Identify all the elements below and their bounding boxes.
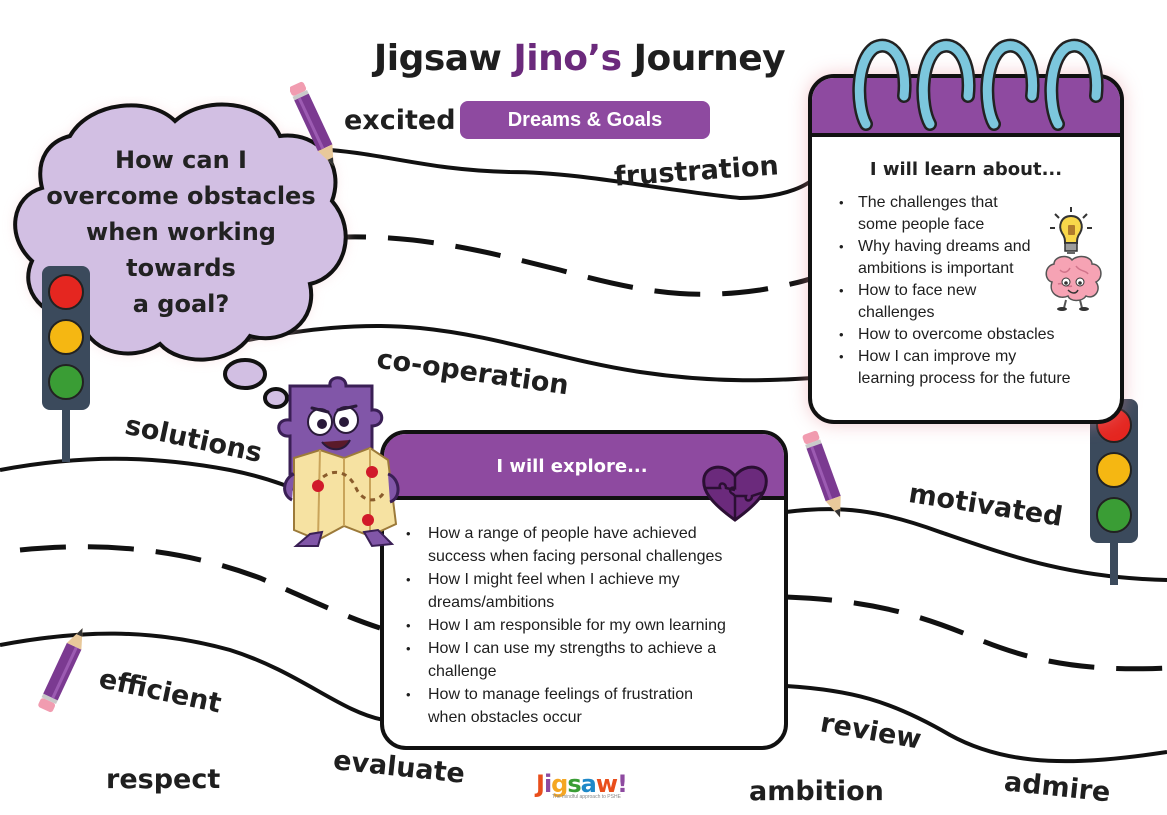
logo-tagline: The mindful approach to PSHE [552, 794, 621, 800]
cloud-line: How can I [115, 146, 247, 174]
pencil-icon [802, 430, 841, 518]
list-item-line: How I am responsible for my own learning [428, 617, 726, 634]
cloud-line: a goal? [132, 290, 230, 318]
list-item-line: some people face [858, 216, 985, 233]
puzzle-heart-icon [702, 465, 768, 522]
road-edge-middle [247, 323, 813, 383]
word-ambition: ambition [749, 776, 884, 807]
list-item-line: How I might feel when I achieve my [428, 571, 680, 588]
road-dash-left [19, 544, 381, 631]
jigsaw-character-icon [277, 376, 400, 548]
lightbulb-icon [1050, 207, 1092, 254]
pencil-icon [38, 628, 83, 713]
road-edge-lower-right [785, 684, 1167, 764]
page-title: Jigsaw Jino’s Journey [0, 38, 1167, 79]
list-item-line: ambitions is important [858, 260, 1014, 277]
cloud-line: when working [86, 218, 276, 246]
list-item-line: How I can improve my [858, 348, 1017, 365]
road-dash-top [319, 234, 814, 297]
explore-card-heading: I will explore... [496, 456, 648, 477]
list-item-line: How to manage feelings of frustration [428, 686, 694, 703]
calendar-ring-icon [852, 38, 1104, 131]
word-excited: excited [344, 105, 456, 136]
title-lead: Jigsaw [373, 38, 502, 79]
list-item: How a range of people have achieved succe… [404, 522, 784, 568]
list-item: How to overcome obstacles [834, 324, 1120, 346]
list-item: How to face new challenges [834, 280, 1120, 324]
brain-icon [1045, 255, 1102, 311]
list-item: How I can improve my learning process for… [834, 346, 1120, 390]
learn-card-heading: I will learn about... [869, 159, 1063, 180]
list-item-line: success when facing personal challenges [428, 548, 723, 565]
list-item: The challenges that some people face [834, 192, 1120, 236]
traffic-light-icon [42, 266, 90, 462]
list-item-line: The challenges that [858, 194, 998, 211]
list-item-line: How to face new [858, 282, 977, 299]
jigsaw-logo: Jigsaw! The mindful approach to PSHE [536, 770, 636, 810]
list-item-line: challenge [428, 663, 497, 680]
list-item-line: Why having dreams and [858, 238, 1031, 255]
learn-list: The challenges that some people face Why … [812, 192, 1120, 390]
list-item: How I might feel when I achieve my dreams… [404, 568, 784, 614]
list-item: How I am responsible for my own learning [404, 614, 784, 637]
thought-cloud-icon [13, 102, 348, 409]
list-item: Why having dreams and ambitions is import… [834, 236, 1120, 280]
list-item-line: How I can use my strengths to achieve a [428, 640, 717, 657]
word-respect: respect [106, 764, 221, 795]
list-item: How I can use my strengths to achieve a c… [404, 637, 784, 683]
explore-list: How a range of people have achieved succe… [384, 522, 784, 729]
cloud-question: How can I overcome obstacles when workin… [40, 142, 322, 322]
road-edge-lower-left [0, 631, 385, 722]
road-dash-right [785, 594, 1167, 672]
list-item-line: How to overcome obstacles [858, 326, 1055, 343]
unit-pill: Dreams & Goals [460, 101, 710, 139]
logo-mark: Jigsaw! [536, 770, 628, 798]
list-item-line: challenges [858, 304, 935, 321]
road-edge-top [329, 148, 814, 201]
cloud-line: towards [126, 254, 236, 282]
list-item: How to manage feelings of frustration whe… [404, 683, 784, 729]
list-item-line: dreams/ambitions [428, 594, 555, 611]
list-item-line: How a range of people have achieved [428, 525, 697, 542]
title-accent: Jino’s [513, 38, 622, 79]
pencil-icon [290, 81, 334, 166]
cloud-line: overcome obstacles [46, 182, 316, 210]
list-item-line: when obstacles occur [428, 709, 582, 726]
title-tail: Journey [633, 38, 786, 79]
list-item-line: learning process for the future [858, 370, 1071, 387]
